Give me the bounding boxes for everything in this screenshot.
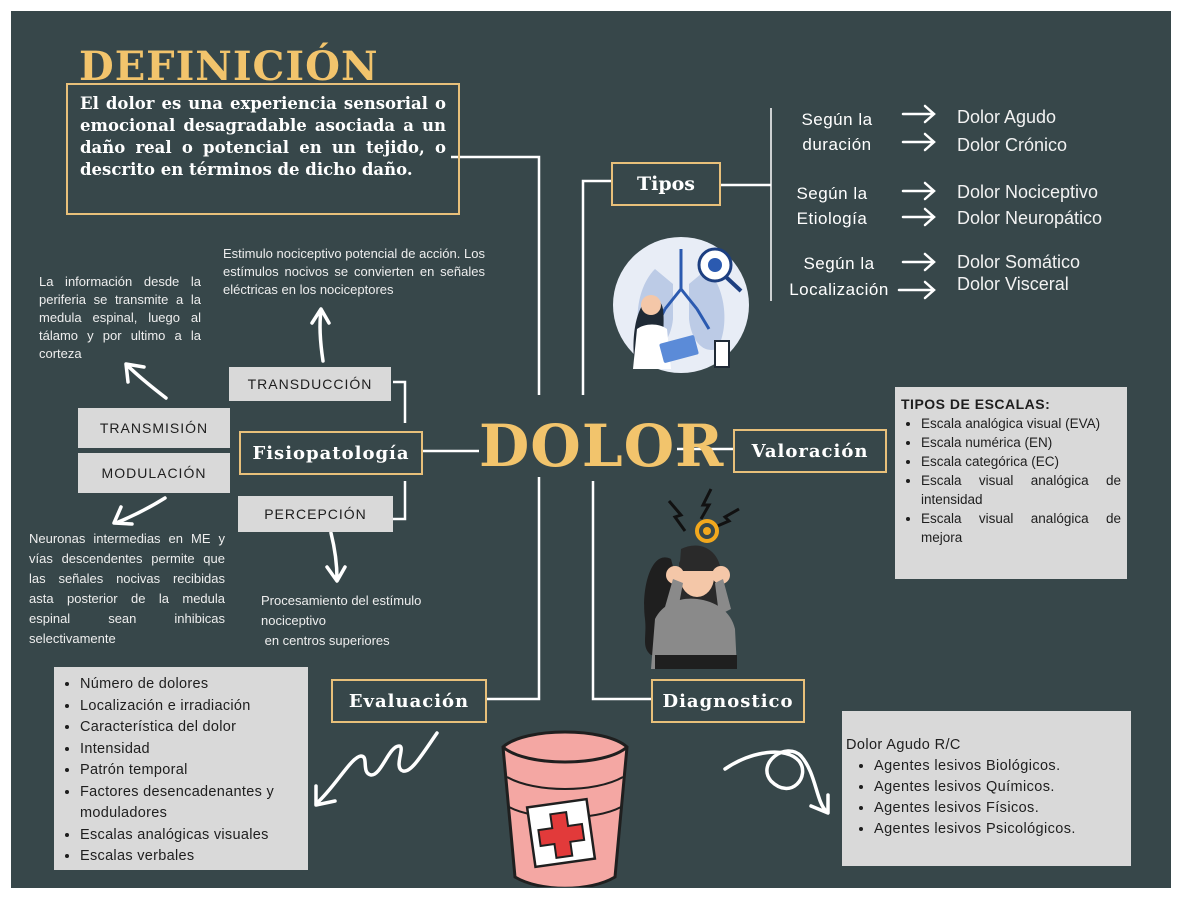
list-item: Localización e irradiación — [80, 696, 302, 718]
percepcion-box: PERCEPCIÓN — [238, 496, 393, 532]
label-line: Etiología — [796, 209, 868, 228]
tipos-etiologia-items: Dolor Nociceptivo Dolor Neuropático — [957, 179, 1102, 231]
arrow-to-evaluacion-list — [314, 731, 439, 807]
list-item: Escalas analógicas visuales — [80, 825, 302, 847]
definicion-title: DEFINICIÓN — [79, 43, 379, 90]
tipos-box: Tipos — [611, 162, 721, 206]
list-item: Intensidad — [80, 739, 302, 761]
transmision-box: TRANSMISIÓN — [78, 408, 230, 448]
label-line: Localización — [789, 280, 889, 299]
escalas-list: Escala analógica visual (EVA) Escala num… — [901, 414, 1121, 547]
evaluacion-list-box: Número de dolores Localización e irradia… — [54, 667, 308, 870]
definicion-box: El dolor es una experiencia sensorial o … — [66, 83, 460, 215]
tipo-item: Dolor Nociceptivo — [957, 182, 1099, 202]
list-item: Factores desencadenantes y moduladores — [80, 782, 302, 825]
label-line: Según la — [796, 184, 868, 203]
list-item: Número de dolores — [80, 674, 302, 696]
list-item: Escala analógica visual (EVA) — [921, 414, 1121, 433]
escalas-box: TIPOS DE ESCALAS: Escala analógica visua… — [895, 387, 1127, 579]
arrow-to-diagnostico-box — [723, 749, 830, 815]
list-item: Escala visual analógica de mejora — [921, 509, 1121, 547]
bandage-icon — [501, 730, 629, 887]
modulacion-box: MODULACIÓN — [78, 453, 230, 493]
tipos-group-duracion-label: Según la duración — [787, 107, 887, 157]
percepcion-note-line: Procesamiento del estímulo nociceptivo — [261, 593, 422, 628]
connector-lines — [112, 104, 936, 815]
label-line: Según la — [803, 254, 875, 273]
center-title: DOLOR — [479, 412, 725, 480]
list-item: Agentes lesivos Físicos. — [874, 798, 1123, 819]
transduccion-note: Estimulo nociceptivo potencial de acción… — [223, 246, 485, 297]
tipo-item: Dolor Crónico — [957, 135, 1068, 155]
tipo-item: Dolor Agudo — [957, 107, 1057, 127]
percepcion-note-line: en centros superiores — [261, 633, 390, 648]
diagnostico-list-box: Dolor Agudo R/C Agentes lesivos Biológic… — [842, 711, 1131, 866]
list-item: Escala categórica (EC) — [921, 452, 1121, 471]
list-item: Escala visual analógica de intensidad — [921, 471, 1121, 509]
list-item: Patrón temporal — [80, 760, 302, 782]
escalas-title: TIPOS DE ESCALAS: — [901, 396, 1051, 412]
percepcion-note: Procesamiento del estímulo nociceptivo e… — [261, 591, 457, 651]
tipos-arrows — [897, 104, 936, 300]
arrow-up-transduccion — [310, 307, 331, 363]
label-line: Según la — [801, 110, 873, 129]
tipos-group-localizacion-label: Según la Localización — [781, 251, 897, 303]
arrow-to-percepcion-note — [325, 531, 347, 583]
poster: DEFINICIÓN El dolor es una experiencia s… — [11, 11, 1171, 888]
arrow-to-transmision-note — [124, 362, 168, 400]
diagnostico-list: Agentes lesivos Biológicos. Agentes lesi… — [846, 756, 1123, 840]
tipos-group-etiologia-label: Según la Etiología — [777, 181, 887, 231]
diagnostico-box: Diagnostico — [651, 679, 805, 723]
list-item: Agentes lesivos Psicológicos. — [874, 819, 1123, 840]
list-item: Escala numérica (EN) — [921, 433, 1121, 452]
lungs-doctor-icon — [613, 237, 749, 373]
headache-woman-icon — [644, 488, 740, 669]
tipo-item: Dolor Visceral — [957, 274, 1069, 294]
valoracion-box: Valoración — [733, 429, 887, 473]
arrow-to-modulacion-note — [112, 496, 167, 526]
transduccion-box: TRANSDUCCIÓN — [229, 367, 391, 401]
diagnostico-heading: Dolor Agudo R/C — [846, 737, 961, 753]
list-item: Característica del dolor — [80, 717, 302, 739]
fisiopatologia-box: Fisiopatología — [239, 431, 423, 475]
list-item: Escalas verbales — [80, 846, 302, 868]
tipos-duracion-items: Dolor Agudo Dolor Crónico — [957, 103, 1067, 159]
list-item: Agentes lesivos Químicos. — [874, 777, 1123, 798]
label-line: duración — [802, 135, 872, 154]
modulacion-note: Neuronas intermedias en ME y vías descen… — [29, 531, 225, 646]
tipo-item: Dolor Neuropático — [957, 208, 1103, 228]
transmision-note: La información desde la periferia se tra… — [39, 274, 201, 361]
tipos-localizacion-items: Dolor Somático Dolor Visceral — [957, 251, 1080, 295]
evaluacion-list: Número de dolores Localización e irradia… — [60, 674, 302, 868]
list-item: Agentes lesivos Biológicos. — [874, 756, 1123, 777]
tipo-item: Dolor Somático — [957, 252, 1081, 272]
evaluacion-box: Evaluación — [331, 679, 487, 723]
